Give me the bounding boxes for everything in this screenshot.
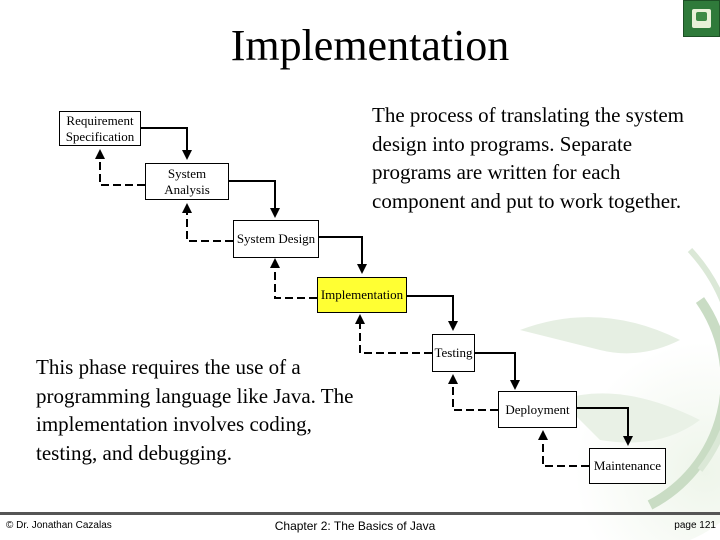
- description-bottom: This phase requires the use of a program…: [36, 355, 354, 465]
- footer-page-number: page 121: [674, 520, 716, 531]
- university-logo-icon: [683, 0, 720, 37]
- footer-chapter: Chapter 2: The Basics of Java: [274, 519, 436, 533]
- footer-divider: [0, 512, 720, 515]
- stage-system-analysis: System Analysis: [145, 163, 229, 200]
- stage-requirement-specification: Requirement Specification: [59, 111, 141, 146]
- stage-testing: Testing: [432, 334, 475, 372]
- slide-title: Implementation: [230, 21, 510, 70]
- footer-author: © Dr. Jonathan Cazalas: [6, 520, 112, 531]
- stage-system-design: System Design: [233, 220, 319, 258]
- stage-deployment: Deployment: [498, 391, 577, 428]
- description-top: The process of translating the system de…: [372, 103, 685, 213]
- stage-maintenance: Maintenance: [589, 448, 666, 484]
- stage-implementation: Implementation: [317, 277, 407, 313]
